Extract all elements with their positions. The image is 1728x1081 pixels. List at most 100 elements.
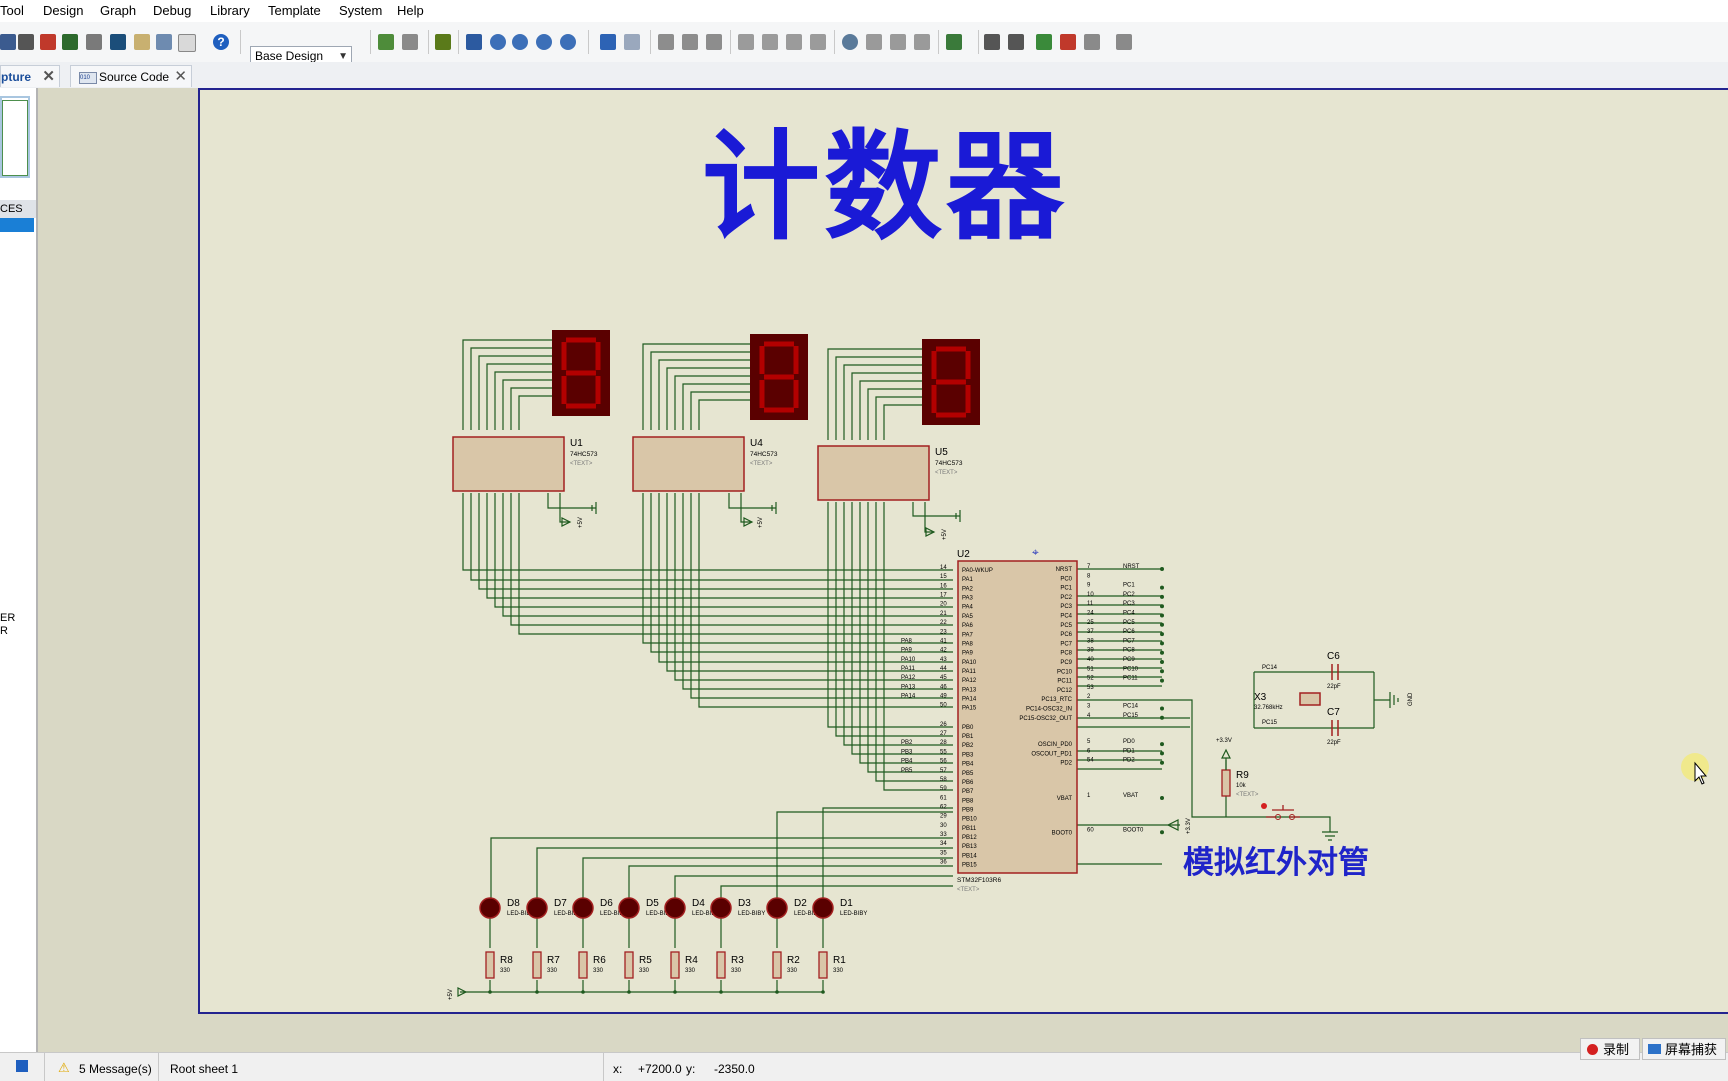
net-label: PA14 <box>901 694 916 700</box>
resistor[interactable] <box>772 951 782 979</box>
resistor-ref: R4 <box>685 955 698 966</box>
tab-schematic-capture[interactable]: pture ✕ <box>0 65 60 87</box>
help-icon[interactable]: ? <box>213 34 229 50</box>
undo-icon[interactable] <box>600 34 616 50</box>
property-tool-icon[interactable] <box>1008 34 1024 50</box>
warning-icon: ⚠ <box>58 1060 70 1075</box>
menu-template[interactable]: Template <box>268 3 321 18</box>
led[interactable] <box>572 897 594 919</box>
mcu-pin-number: 20 <box>940 602 947 608</box>
menu-debug[interactable]: Debug <box>153 3 192 18</box>
menu-system[interactable]: System <box>339 3 383 18</box>
power-arrow-icon <box>457 987 468 997</box>
seven-segment-display-2[interactable] <box>750 334 808 420</box>
zoom-all-icon[interactable] <box>536 34 552 50</box>
block-rotate-icon[interactable] <box>786 34 802 50</box>
junction-icon[interactable] <box>18 34 34 50</box>
led[interactable] <box>766 897 788 919</box>
stop-icon[interactable] <box>16 1060 28 1072</box>
zoom-in-icon[interactable] <box>490 34 506 50</box>
block-delete-icon[interactable] <box>810 34 826 50</box>
copy-icon[interactable] <box>682 34 698 50</box>
crystal-x3[interactable]: X3 32.768kHz <box>1254 692 1321 711</box>
capacitor-c6[interactable] <box>1331 664 1339 680</box>
resistor[interactable] <box>624 951 634 979</box>
latch-u4[interactable]: U4 74HC573 <TEXT> <box>632 436 778 492</box>
resistor[interactable] <box>716 951 726 979</box>
paste-icon[interactable] <box>706 34 722 50</box>
resistor[interactable] <box>578 951 588 979</box>
latch-u1[interactable]: U1 74HC573 <TEXT> <box>452 436 598 492</box>
new-sheet-icon[interactable] <box>1036 34 1052 50</box>
mcu-u2[interactable]: U2 STM32F103R6 <TEXT> <box>957 549 1078 893</box>
led[interactable] <box>710 897 732 919</box>
make-device-icon[interactable] <box>866 34 882 50</box>
refresh-icon[interactable] <box>378 34 394 50</box>
close-icon[interactable]: ✕ <box>42 68 55 85</box>
latch-u5[interactable]: U5 74HC573 <TEXT> <box>817 445 963 501</box>
schematic-sheet[interactable] <box>198 88 1728 1014</box>
sheet-title-text[interactable]: 计数器 <box>702 118 1069 256</box>
net-terminal <box>1160 751 1164 756</box>
gear-icon[interactable] <box>86 34 102 50</box>
pick-device-icon[interactable] <box>842 34 858 50</box>
mcu-pin-number: 8 <box>1087 573 1091 579</box>
resistor-r9[interactable]: R9 10k <TEXT> <box>1221 769 1259 798</box>
close-icon[interactable]: ✕ <box>174 68 187 85</box>
block-copy-icon[interactable] <box>738 34 754 50</box>
power-label: +5V <box>942 529 948 540</box>
resistor[interactable] <box>532 951 542 979</box>
menu-tool[interactable]: Tool <box>0 3 24 18</box>
device-list-item[interactable]: ER <box>0 612 16 624</box>
page-icon[interactable] <box>178 34 196 52</box>
led[interactable] <box>526 897 548 919</box>
origin-icon[interactable] <box>435 34 451 50</box>
remove-sheet-icon[interactable] <box>1060 34 1076 50</box>
overview-window[interactable] <box>0 96 30 178</box>
zoom-out-icon[interactable] <box>512 34 528 50</box>
led[interactable] <box>812 897 834 919</box>
record-button[interactable]: 录制 <box>1580 1038 1640 1060</box>
wire-autoroute-icon[interactable] <box>946 34 962 50</box>
mcu-pin-number: 35 <box>940 850 947 856</box>
menu-design[interactable]: Design <box>43 3 84 18</box>
back-icon[interactable] <box>62 34 78 50</box>
led[interactable] <box>664 897 686 919</box>
bill-of-materials-icon[interactable] <box>1116 34 1132 50</box>
decompose-icon[interactable] <box>914 34 930 50</box>
led[interactable] <box>479 897 501 919</box>
device-list-item[interactable]: R <box>0 625 8 637</box>
tab-source-code[interactable]: 010 Source Code ✕ <box>70 65 192 87</box>
document-icon[interactable] <box>134 34 150 50</box>
zoom-area-icon[interactable] <box>560 34 576 50</box>
screen-capture-label: 屏幕捕获 <box>1665 1042 1718 1057</box>
sheet-subtitle-text[interactable]: 模拟红外对管 <box>1183 845 1369 881</box>
redo-icon[interactable] <box>624 34 640 50</box>
block-move-icon[interactable] <box>762 34 778 50</box>
component-mode-icon[interactable] <box>0 34 16 50</box>
messages-count[interactable]: 5 Message(s) <box>79 1062 152 1076</box>
device-list-selected-item[interactable] <box>0 218 34 232</box>
resistor[interactable] <box>485 951 495 979</box>
design-select[interactable]: Base Design▼ <box>250 46 352 65</box>
grid-icon[interactable] <box>402 34 418 50</box>
chip-icon[interactable] <box>40 34 56 50</box>
resistor[interactable] <box>670 951 680 979</box>
push-button[interactable] <box>1261 803 1300 820</box>
exit-to-parent-icon[interactable] <box>1084 34 1100 50</box>
pan-icon[interactable] <box>466 34 482 50</box>
resistor[interactable] <box>818 951 828 979</box>
packaging-icon[interactable] <box>890 34 906 50</box>
cut-icon[interactable] <box>658 34 674 50</box>
menu-graph[interactable]: Graph <box>100 3 137 18</box>
list-icon[interactable] <box>156 34 172 50</box>
menu-help[interactable]: Help <box>397 3 424 18</box>
search-icon[interactable] <box>984 34 1000 50</box>
screen-capture-button[interactable]: 屏幕捕获 <box>1642 1038 1726 1060</box>
seven-segment-display-3[interactable] <box>922 339 980 425</box>
board-icon[interactable] <box>110 34 126 50</box>
seven-segment-display-1[interactable] <box>552 330 610 416</box>
capacitor-c7[interactable] <box>1331 720 1339 736</box>
led[interactable] <box>618 897 640 919</box>
menu-library[interactable]: Library <box>210 3 250 18</box>
